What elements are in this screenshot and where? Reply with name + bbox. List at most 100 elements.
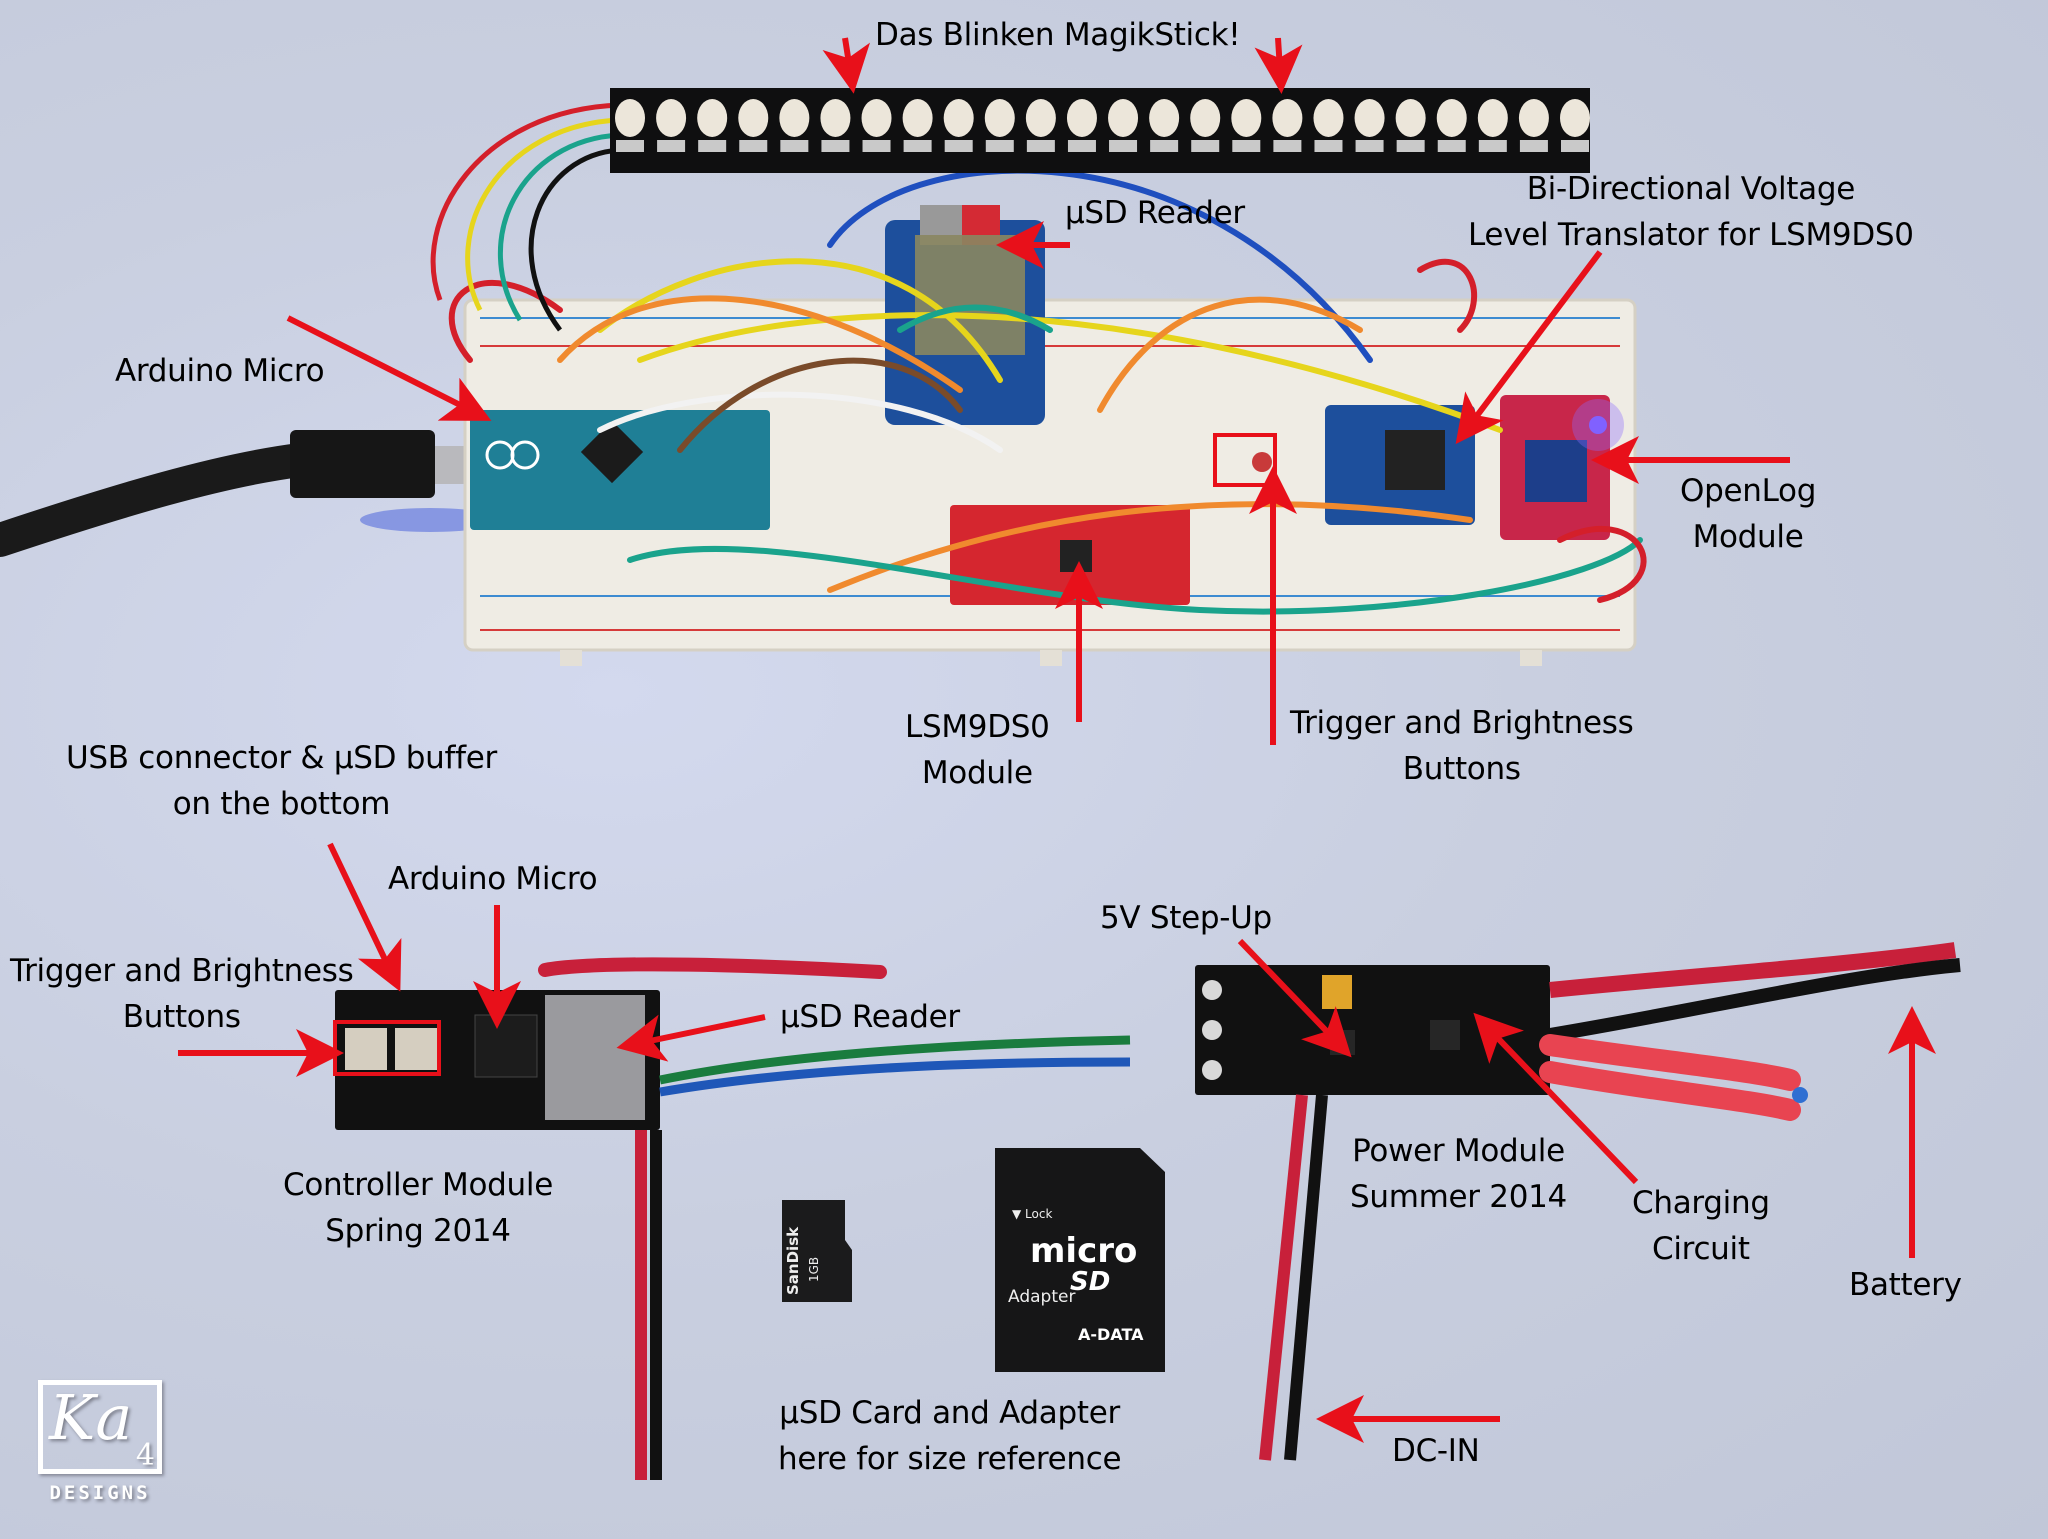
label-trigger-buttons-proto: Trigger and Brightness Buttons — [1290, 700, 1634, 792]
led — [779, 99, 810, 137]
led-pad — [1396, 140, 1425, 152]
logo-frame: Ka 4 — [38, 1380, 162, 1474]
adapter-logo-sd: SD — [1070, 1267, 1110, 1297]
led-pad — [1355, 140, 1384, 152]
led-pad — [616, 140, 644, 152]
led-strip — [610, 88, 1590, 173]
label-text: µSD Reader — [780, 999, 960, 1035]
label-text: µSD Reader — [1065, 195, 1245, 231]
led-pad — [1314, 140, 1343, 152]
led-pad — [1109, 140, 1138, 152]
label-line-1: LSM9DS0 — [905, 709, 1050, 745]
led-pad — [985, 140, 1014, 152]
label-controller-module: Controller Module Spring 2014 — [283, 1162, 553, 1254]
label-line-2: Module — [1692, 519, 1804, 555]
led — [1477, 99, 1508, 137]
led — [820, 99, 851, 137]
arrow-usb-connector — [327, 842, 402, 992]
arrow-arduino — [286, 315, 492, 421]
led-pad — [739, 140, 768, 152]
arrow-title-left — [822, 37, 871, 94]
openlog-board — [1500, 395, 1624, 540]
led-pad — [1273, 140, 1302, 152]
label-power-module: Power Module Summer 2014 — [1350, 1128, 1567, 1220]
label-line-1: Bi-Directional Voltage — [1526, 171, 1856, 207]
logo-ka: Ka — [49, 1381, 133, 1454]
label-line-2: on the bottom — [172, 786, 391, 822]
label-level-translator: Bi-Directional Voltage Level Translator … — [1468, 166, 1914, 258]
logo-four: 4 — [135, 1438, 155, 1473]
label-line-1: Controller Module — [283, 1167, 553, 1203]
label-usd-reader-proto: µSD Reader — [1065, 190, 1245, 236]
sd-adapter: ▼ Lock micro SD Adapter A-DATA — [995, 1148, 1165, 1372]
led-pad — [780, 140, 809, 152]
adapter-logo-micro: micro — [1030, 1231, 1137, 1271]
led-pad — [1150, 140, 1179, 152]
adapter-lock-text: ▼ Lock — [1012, 1207, 1052, 1221]
label-sd-cards: µSD Card and Adapter here for size refer… — [778, 1390, 1122, 1482]
title-text: Das Blinken MagikStick! — [875, 17, 1241, 53]
led — [1149, 99, 1180, 137]
microsd-brand: SanDisk — [784, 1226, 802, 1295]
led-pad — [944, 140, 973, 152]
label-line-1: µSD Card and Adapter — [779, 1395, 1120, 1431]
led-pad — [1067, 140, 1096, 152]
led-pad — [1026, 140, 1055, 152]
label-line-2: Module — [921, 755, 1033, 791]
led — [656, 99, 687, 137]
label-line-1: USB connector & µSD buffer — [66, 740, 497, 776]
led — [1354, 99, 1385, 137]
label-line-1: Trigger and Brightness — [10, 953, 354, 989]
led-pad — [698, 140, 727, 152]
led — [1231, 99, 1262, 137]
led-pad — [657, 140, 686, 152]
jumper-wires — [448, 167, 1647, 615]
label-openlog: OpenLog Module — [1680, 468, 1816, 560]
led — [984, 99, 1015, 137]
label-arduino-micro-proto: Arduino Micro — [115, 348, 325, 394]
label-battery: Battery — [1849, 1262, 1962, 1308]
power-module-pcb — [1195, 942, 1961, 1461]
label-line-1: Power Module — [1352, 1133, 1565, 1169]
led — [1313, 99, 1344, 137]
led — [943, 99, 974, 137]
led — [861, 99, 892, 137]
microsd-capacity: 1GB — [807, 1257, 821, 1282]
label-text: Arduino Micro — [115, 353, 325, 389]
label-line-2: Buttons — [122, 999, 241, 1035]
led-pad — [821, 140, 850, 152]
label-text: 5V Step-Up — [1100, 900, 1272, 936]
led-pad — [903, 140, 932, 152]
label-step-up: 5V Step-Up — [1100, 895, 1272, 941]
level-translator-board — [1325, 405, 1475, 525]
led-pad — [1437, 140, 1466, 152]
annotation-arrows — [178, 37, 1936, 1443]
led-pad — [1519, 140, 1548, 152]
label-usb-connector: USB connector & µSD buffer on the bottom — [66, 735, 497, 827]
label-lsm9ds0: LSM9DS0 Module — [905, 704, 1050, 796]
led — [1395, 99, 1426, 137]
controller-module-pcb — [333, 957, 1131, 1480]
label-line-2: here for size reference — [778, 1441, 1122, 1477]
label-line-2: Circuit — [1652, 1231, 1750, 1267]
label-line-1: Trigger and Brightness — [1290, 705, 1634, 741]
page-title: Das Blinken MagikStick! — [875, 12, 1241, 58]
label-usd-reader-controller: µSD Reader — [780, 994, 960, 1040]
led — [902, 99, 933, 137]
label-trigger-buttons-controller: Trigger and Brightness Buttons — [10, 948, 354, 1040]
label-line-1: OpenLog — [1680, 473, 1817, 509]
arduino-micro-board — [470, 410, 770, 530]
label-line-2: Spring 2014 — [325, 1213, 511, 1249]
arrow-step-up — [1237, 938, 1352, 1058]
label-line-1: Charging — [1632, 1185, 1770, 1221]
label-text: Battery — [1849, 1267, 1962, 1303]
usb-cable — [0, 430, 500, 557]
led — [1108, 99, 1139, 137]
arrow-level-translator — [1455, 250, 1603, 445]
led-pad — [1478, 140, 1507, 152]
led-pad — [1191, 140, 1220, 152]
led — [697, 99, 728, 137]
led — [1025, 99, 1056, 137]
led — [738, 99, 769, 137]
